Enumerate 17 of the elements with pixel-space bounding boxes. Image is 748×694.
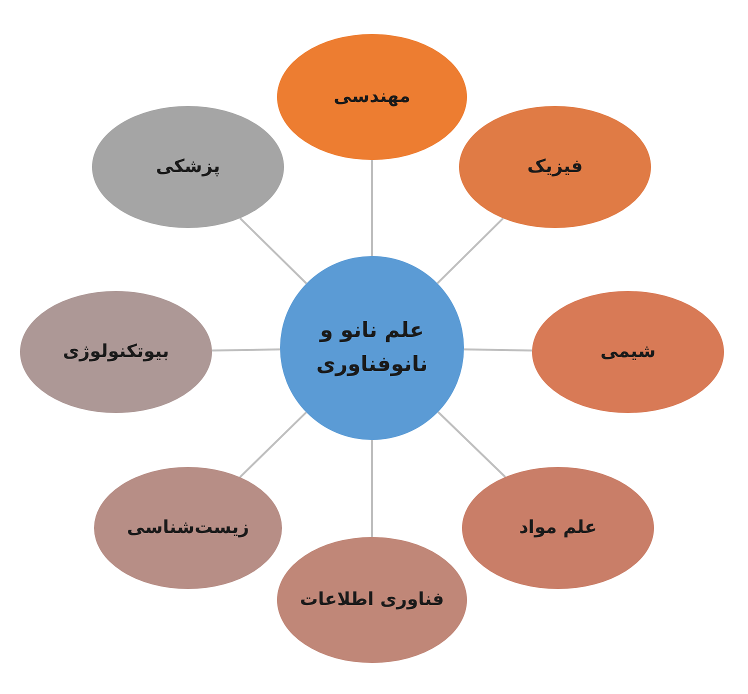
node-label: فیزیک <box>527 154 583 179</box>
node-label: زیست‌شناسی <box>126 516 250 540</box>
connector-line <box>371 160 373 256</box>
connector-line <box>239 218 308 284</box>
node-label: بیوتکنولوژی <box>62 340 170 364</box>
connector-line <box>437 411 506 478</box>
node-label: پزشکی <box>156 154 220 179</box>
connector-line <box>212 348 280 352</box>
node-label: مهندسی <box>334 84 410 109</box>
connector-line <box>239 412 307 478</box>
connector-line <box>436 218 504 284</box>
connector-line <box>371 440 373 537</box>
node-label: علم نانو و نانوفناوری <box>315 317 429 378</box>
node-label: علم مواد <box>519 516 597 540</box>
connector-line <box>464 348 532 352</box>
node-label: شیمی <box>600 340 656 364</box>
node-label: فناوری اطلاعات <box>300 588 444 612</box>
